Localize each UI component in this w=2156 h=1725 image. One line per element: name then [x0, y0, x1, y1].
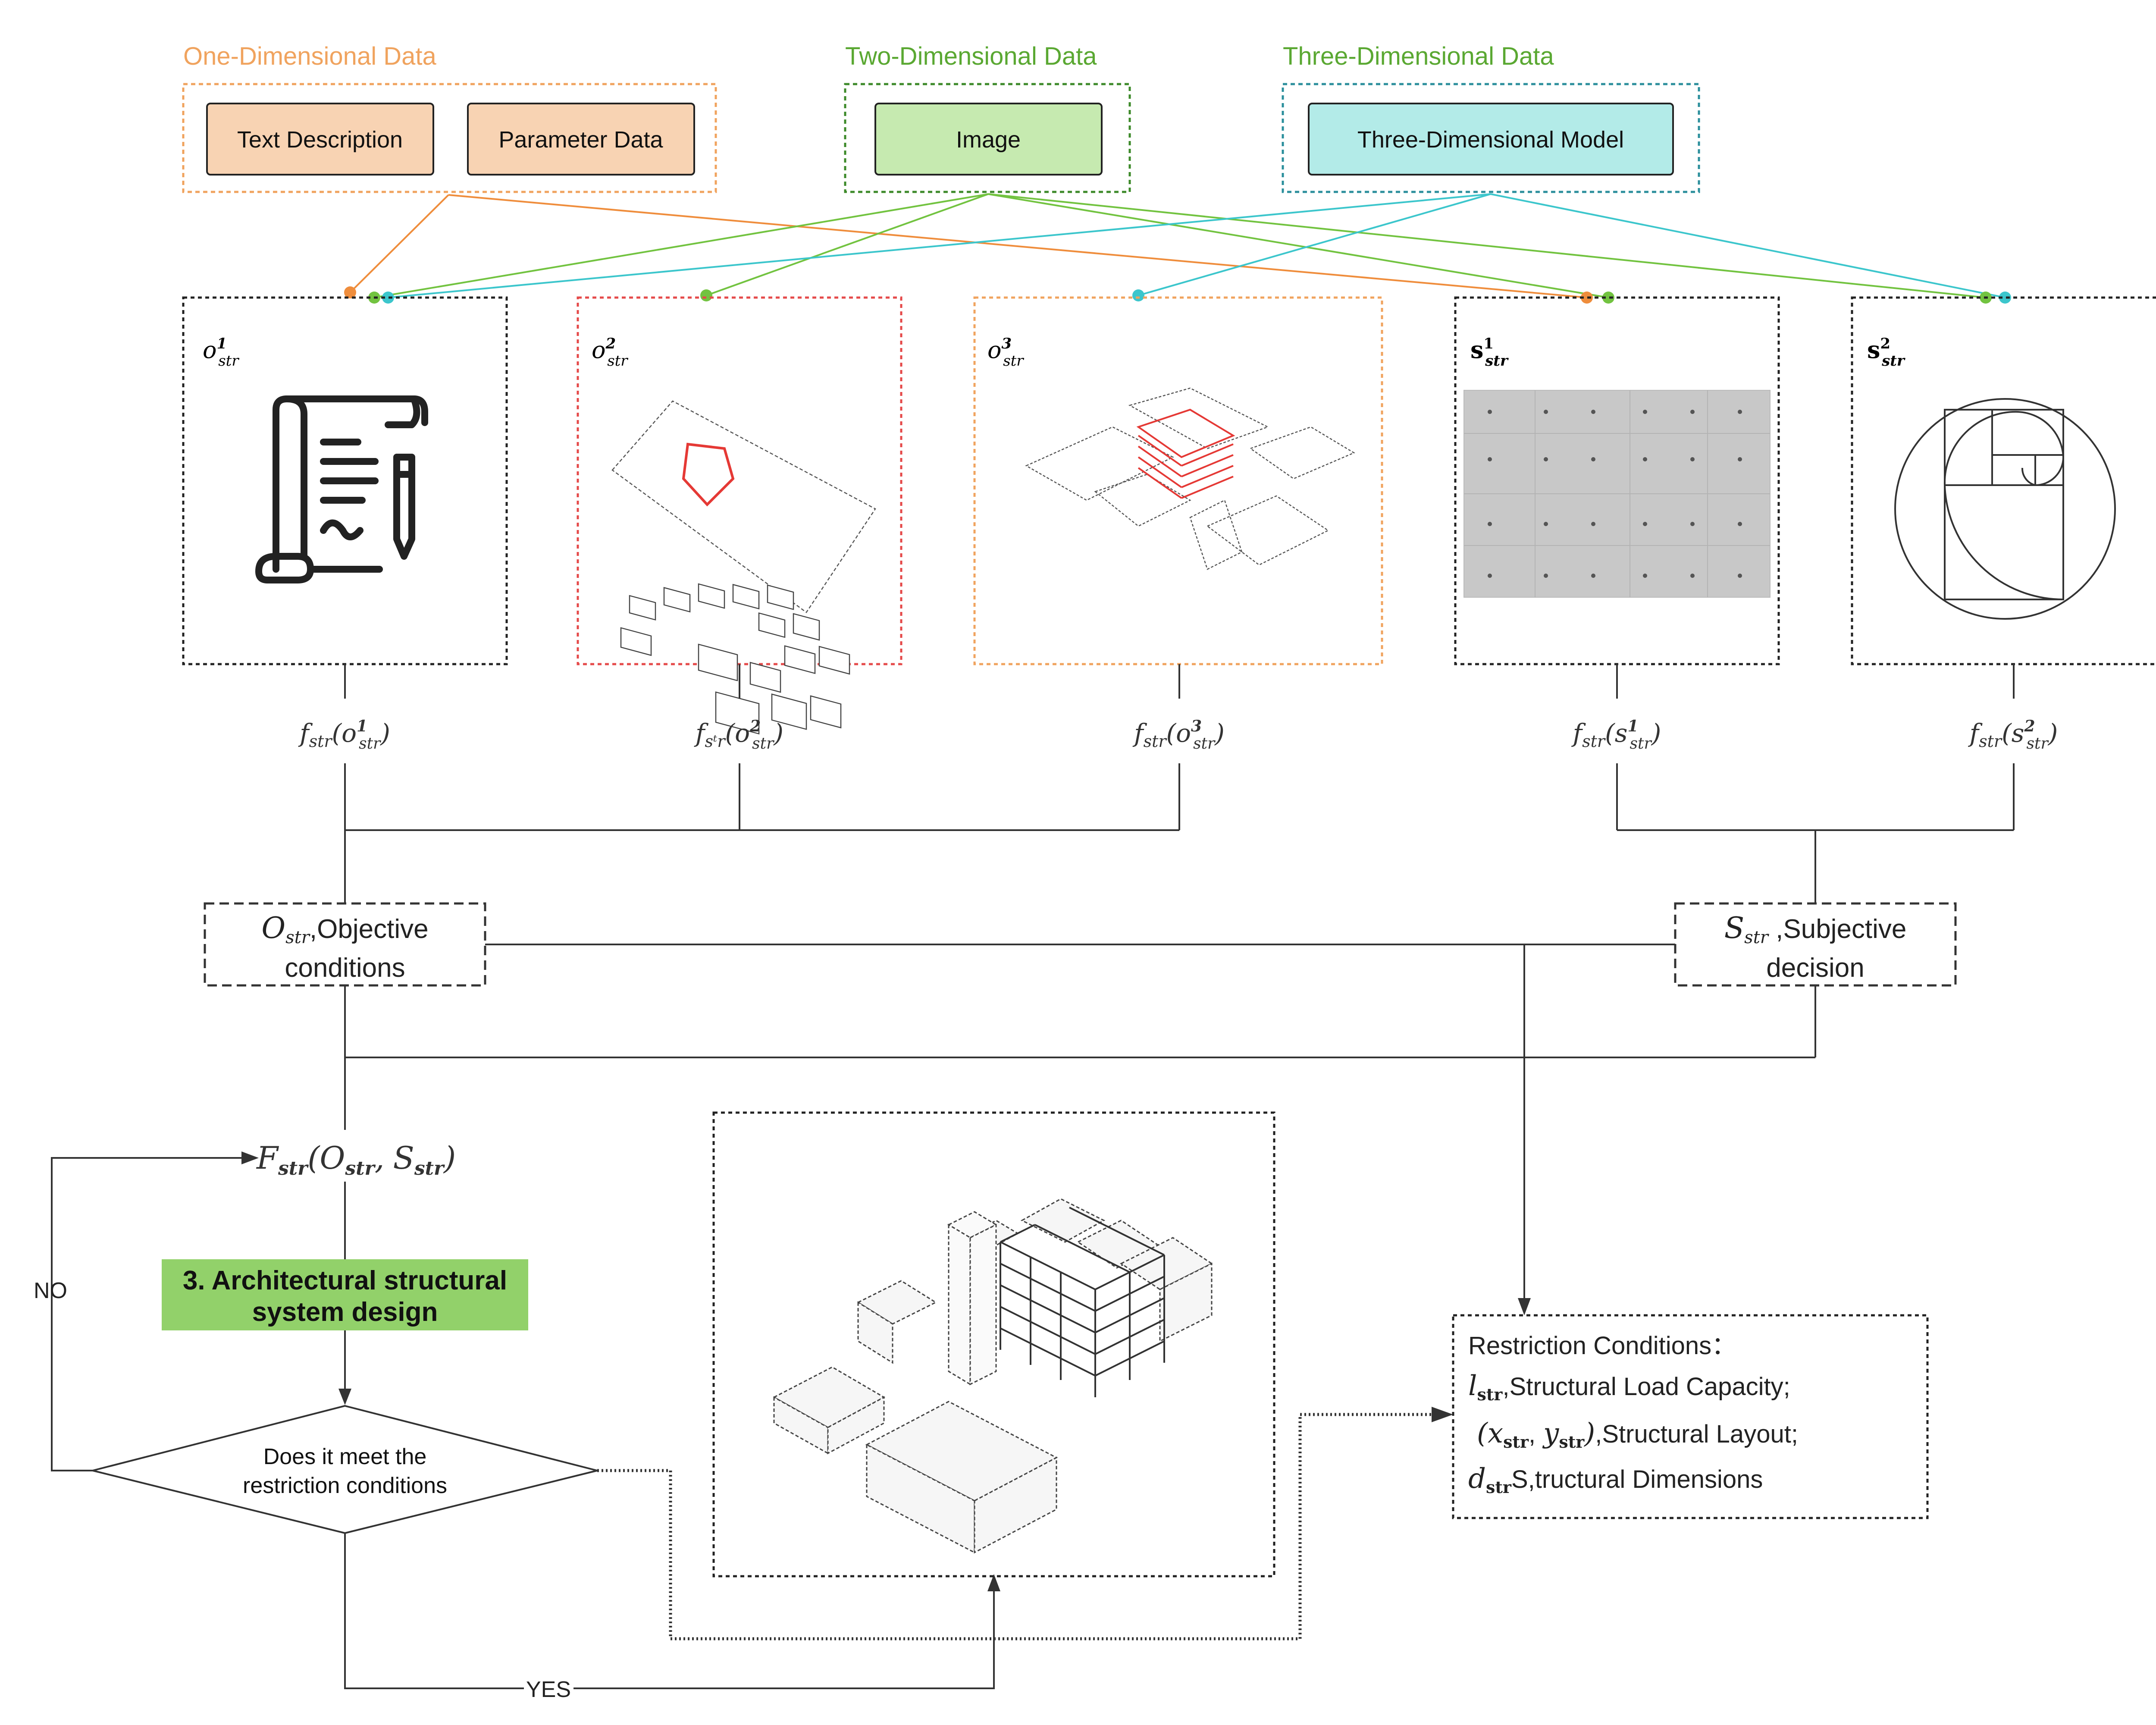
panel-o3 — [973, 296, 1383, 665]
three-dimensional-data-label: Three-Dimensional Data — [1283, 42, 1554, 70]
restriction-layout: (xstr,ystr),Structural Layout; — [1477, 1418, 1798, 1452]
yes-branch-label: YES — [526, 1677, 571, 1702]
architectural-structural-system-design-step: 3. Architectural structural system desig… — [162, 1259, 528, 1330]
parameter-data-label: Parameter Data — [498, 127, 663, 153]
urban-3d-model-icon — [1025, 387, 1355, 570]
decision-line1: Does it meet the — [263, 1444, 427, 1469]
mid-connectors — [344, 944, 1816, 1302]
dotted-check-path — [597, 1413, 1434, 1640]
decision-line2: restriction conditions — [243, 1473, 447, 1498]
subjective-decision-node: Sstr ,Subjective decision — [1674, 902, 1957, 987]
one-dimensional-data-label: One-Dimensional Data — [183, 42, 436, 70]
result-model-frame — [712, 1111, 1275, 1578]
two-dimensional-group-frame — [844, 83, 1131, 193]
concrete-wall-texture-icon — [1463, 390, 1771, 598]
objective-conditions-line1: Ostr,Objective — [261, 911, 428, 947]
connector-dots — [344, 286, 2011, 304]
objective-conditions-line2: conditions — [285, 953, 405, 983]
formula-feedback-lines — [51, 1157, 346, 1471]
parameter-data-node: Parameter Data — [467, 103, 695, 176]
image-label: Image — [956, 127, 1021, 153]
orange-connectors — [349, 194, 1587, 298]
three-dimensional-group-frame — [1282, 83, 1700, 193]
text-description-label: Text Description — [237, 127, 403, 153]
three-dimensional-model-node: Three-Dimensional Model — [1308, 103, 1674, 176]
step-line2: system design — [252, 1297, 438, 1327]
two-dimensional-data-label: Two-Dimensional Data — [845, 42, 1097, 70]
arrow-to-decision — [338, 1389, 351, 1405]
restriction-title: Restriction Conditions： — [1468, 1332, 1736, 1360]
text-description-node: Text Description — [206, 103, 434, 176]
green-connectors — [374, 193, 1986, 298]
urban-site-image-icon — [611, 400, 876, 735]
formula-F: Fstr(Ostr,Sstr) — [256, 1140, 456, 1179]
golden-ratio-spiral-icon — [1894, 398, 2116, 620]
yes-branch-lines — [344, 1533, 995, 1689]
restriction-dimensions: dstrS,tructural Dimensions — [1468, 1463, 1763, 1497]
restriction-conditions-node: Restriction Conditions： lstr,Structural … — [1452, 1314, 1929, 1519]
image-node: Image — [874, 103, 1103, 176]
cyan-connectors — [388, 193, 2006, 298]
three-dimensional-model-label: Three-Dimensional Model — [1357, 127, 1624, 153]
arrow-to-result — [987, 1574, 1000, 1591]
subjective-decision-line2: decision — [1766, 953, 1864, 983]
objective-conditions-node: Ostr,Objective conditions — [204, 902, 486, 987]
arrow-to-formula — [241, 1151, 259, 1164]
arrow-dotted-to-restrictions — [1432, 1407, 1453, 1422]
scroll-document-icon — [255, 395, 428, 583]
step-line1: 3. Architectural structural — [183, 1266, 507, 1295]
no-branch-label: NO — [34, 1278, 67, 1303]
structural-model-render-icon — [772, 1198, 1213, 1554]
subjective-decision-line1: Sstr ,Subjective — [1724, 911, 1907, 947]
restriction-load-capacity: lstr,Structural Load Capacity; — [1468, 1370, 1790, 1404]
one-dimensional-group-frame — [182, 83, 717, 193]
arrow-to-restrictions — [1518, 1298, 1531, 1315]
restriction-check-decision: Does it meet the restriction conditions — [92, 1405, 598, 1534]
panel-stems — [344, 664, 2015, 903]
yes-label-mask — [524, 1675, 573, 1701]
